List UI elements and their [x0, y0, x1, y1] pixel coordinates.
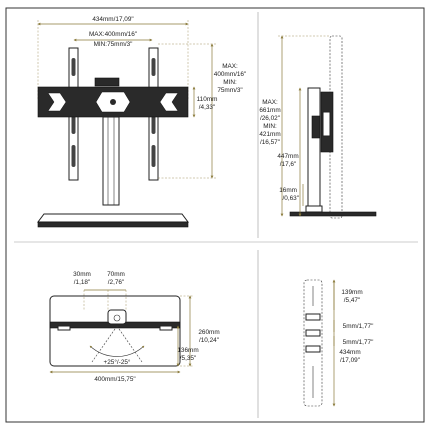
side-view: MAX: 661mm /26,02" MIN: 421mm /16,57" 44…	[259, 35, 377, 219]
detail-dim-1-label-1: 139mm	[341, 289, 362, 296]
vesa-height-max-label-2: 400mm/16"	[214, 71, 246, 78]
neck-column	[102, 116, 120, 206]
height-max-label-1: MAX:	[262, 99, 278, 106]
neck-height-label-2: /17,6"	[280, 161, 296, 168]
vesa-width-max-label: MAX:400mm/16"	[89, 31, 137, 38]
neck-width-label-2: /2,76"	[108, 279, 124, 286]
height-max-label-2: 661mm	[259, 107, 280, 114]
base-width-label: 400mm/15,75"	[94, 376, 135, 383]
vesa-height-min-label-2: 75mm/3"	[217, 87, 242, 94]
vesa-width-min-label: MIN:75mm/3"	[94, 41, 133, 48]
top-view: +25°/-25° 30mm /1,18" 70mm /2,76" 260mm …	[49, 271, 220, 383]
base-height-label-2: /0,63"	[283, 195, 299, 202]
detail-dim-2-label: 5mm/1,77"	[343, 323, 374, 330]
detail-view: 139mm /5,47" 5mm/1,77" 5mm/1,77" 434mm /…	[303, 279, 374, 407]
detail-outline	[303, 279, 323, 407]
front-width-label: 434mm/17,09"	[92, 16, 133, 23]
front-base-edge	[37, 221, 189, 228]
height-min-label-2: 421mm	[259, 131, 280, 138]
side-base-plate	[289, 211, 377, 217]
side-neck-clamp	[311, 115, 321, 139]
bracket-height-label-2: /4,33"	[199, 104, 215, 111]
offset-label-1: 30mm	[73, 271, 91, 278]
depth-label-1: 260mm	[198, 329, 219, 336]
detail-dim-4-label-1: 434mm	[339, 349, 360, 356]
tilt-hinge	[322, 111, 331, 137]
top-neck	[107, 309, 127, 325]
base-height-label-1: 16mm	[279, 187, 297, 194]
rear-label-2: /5,35"	[180, 355, 196, 362]
height-min-label-3: /16,57"	[260, 139, 280, 146]
sheet-border	[5, 7, 425, 423]
vesa-height-min-label-1: MIN:	[223, 79, 237, 86]
neck-height-label-1: 447mm	[277, 153, 298, 160]
swivel-arc	[89, 345, 145, 357]
depth-label-2: /10,24"	[199, 337, 219, 344]
detail-dim-3-label: 5mm/1,77"	[343, 339, 374, 346]
top-base-plate	[49, 295, 181, 367]
detail-dim-4-label-2: /17,09"	[340, 357, 360, 364]
height-min-label-1: MIN:	[263, 123, 277, 130]
vesa-height-max-label-1: MAX:	[222, 63, 238, 70]
offset-label-2: /1,18"	[74, 279, 90, 286]
rear-label-1: 136mm	[177, 347, 198, 354]
side-neck	[307, 87, 321, 211]
detail-dim-1-label-2: /5,47"	[344, 297, 360, 304]
side-neck-foot	[305, 205, 323, 213]
swivel-label: +25°/-25°	[104, 358, 131, 366]
height-max-label-3: /26,02"	[260, 115, 280, 122]
front-base-plate	[37, 213, 189, 223]
neck-top-cap	[94, 77, 120, 87]
bracket-height-label-1: 110mm	[197, 96, 218, 103]
front-view: 434mm/17,09" MAX:400mm/16" MIN:75mm/3"	[37, 16, 246, 228]
neck-width-label-1: 70mm	[107, 271, 125, 278]
